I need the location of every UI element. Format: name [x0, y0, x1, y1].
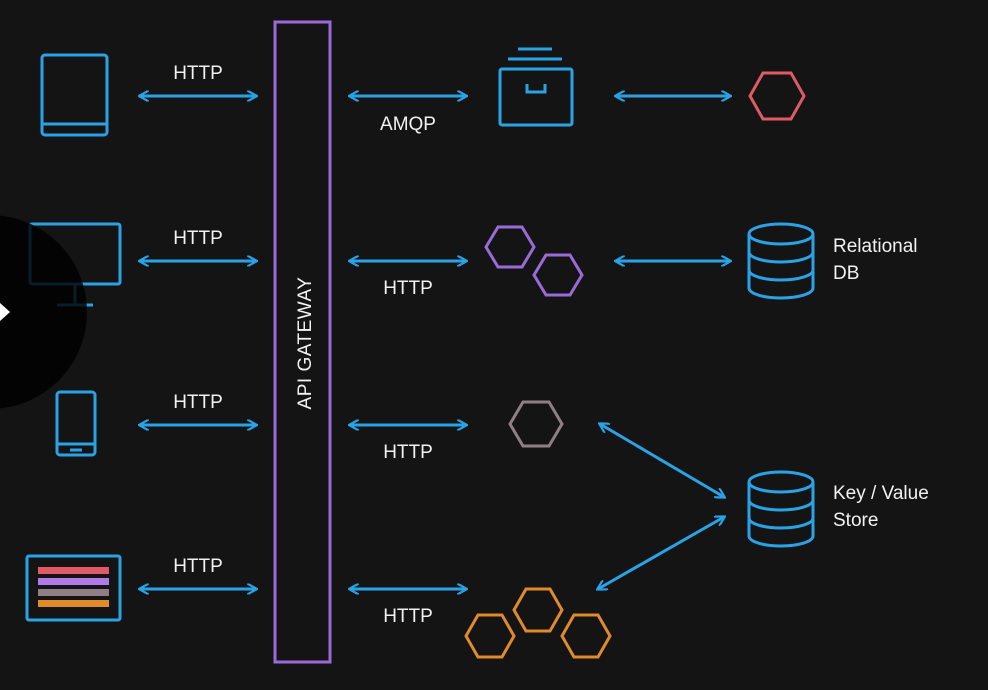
kv-store-label-line2: Store — [833, 510, 878, 531]
service-protocol-label-2: HTTP — [383, 278, 433, 299]
client-arrows — [140, 96, 256, 589]
api-gateway-label: API GATEWAY — [295, 277, 316, 410]
service-single-icon — [508, 400, 564, 448]
service-pair-icon — [484, 225, 584, 297]
tablet-icon — [40, 53, 109, 137]
kv-store-arrow-2 — [598, 517, 724, 589]
kv-store-label-line1: Key / Value — [833, 483, 929, 504]
play-button[interactable] — [0, 215, 87, 409]
client-protocol-label-4: HTTP — [173, 556, 223, 577]
message-queue-icon — [498, 47, 574, 127]
relational-db-label-line2: DB — [833, 263, 859, 284]
api-gateway: API GATEWAY — [273, 20, 332, 664]
service-protocol-label-1: AMQP — [380, 114, 436, 135]
kv-store-arrow-1 — [600, 424, 724, 497]
kv-store-icon — [747, 470, 815, 548]
smartphone-icon — [55, 390, 97, 457]
relational-db-label-line1: Relational — [833, 236, 918, 257]
service-arrows — [350, 96, 466, 589]
service-cluster-icon — [464, 587, 612, 659]
hexagon-icon — [748, 71, 806, 121]
client-protocol-label-1: HTTP — [173, 63, 223, 84]
play-icon — [0, 303, 10, 321]
service-protocol-label-3: HTTP — [383, 442, 433, 463]
kv-store-arrows — [598, 424, 724, 589]
web-app-icon — [25, 554, 122, 622]
service-protocol-label-4: HTTP — [383, 606, 433, 627]
client-protocol-label-3: HTTP — [173, 392, 223, 413]
client-protocol-label-2: HTTP — [173, 228, 223, 249]
relational-db-icon — [747, 222, 815, 300]
